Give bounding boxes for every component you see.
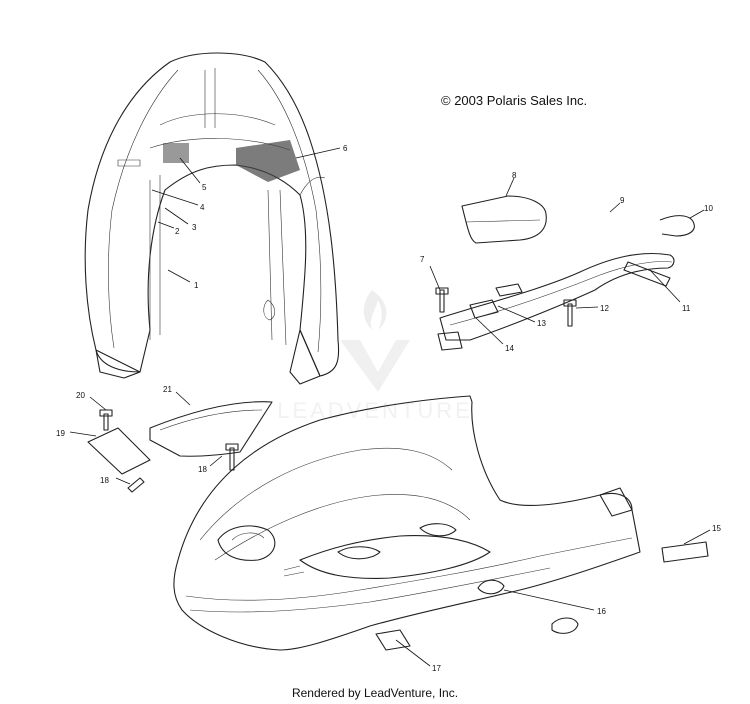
callout-16: 16 xyxy=(597,607,606,616)
callout-6: 6 xyxy=(343,144,348,153)
callout-18b: 18 xyxy=(100,476,109,485)
callout-14: 14 xyxy=(505,344,514,353)
callout-15: 15 xyxy=(712,524,721,533)
leader-lines xyxy=(69,147,711,667)
small-panel-parts xyxy=(87,401,273,493)
callout-4: 4 xyxy=(200,203,205,212)
callout-20: 20 xyxy=(76,391,85,400)
callout-2: 2 xyxy=(175,227,180,236)
callout-3: 3 xyxy=(192,223,197,232)
copyright-notice: © 2003 Polaris Sales Inc. xyxy=(441,93,588,108)
callout-13: 13 xyxy=(537,319,546,328)
callout-12: 12 xyxy=(600,304,609,313)
callout-1: 1 xyxy=(194,281,199,290)
watermark-logo: LEADVENTURE xyxy=(277,290,473,423)
upper-hood-assembly xyxy=(84,52,340,385)
callout-9: 9 xyxy=(620,196,625,205)
callout-7: 7 xyxy=(420,255,425,264)
callout-21: 21 xyxy=(163,385,172,394)
footer-credit: Rendered by LeadVenture, Inc. xyxy=(291,686,459,700)
callout-19: 19 xyxy=(56,429,65,438)
callout-11: 11 xyxy=(682,304,691,313)
lower-hood-assembly xyxy=(173,395,709,651)
callout-10: 10 xyxy=(704,204,713,213)
callout-5: 5 xyxy=(202,183,207,192)
running-board-assembly xyxy=(435,195,695,351)
callout-numbers: 1 2 3 4 5 6 7 8 9 10 11 12 13 14 15 16 1… xyxy=(56,144,721,673)
callout-8: 8 xyxy=(512,171,517,180)
watermark-text: LEADVENTURE xyxy=(277,398,473,423)
callout-17: 17 xyxy=(432,664,441,673)
callout-18a: 18 xyxy=(198,465,207,474)
